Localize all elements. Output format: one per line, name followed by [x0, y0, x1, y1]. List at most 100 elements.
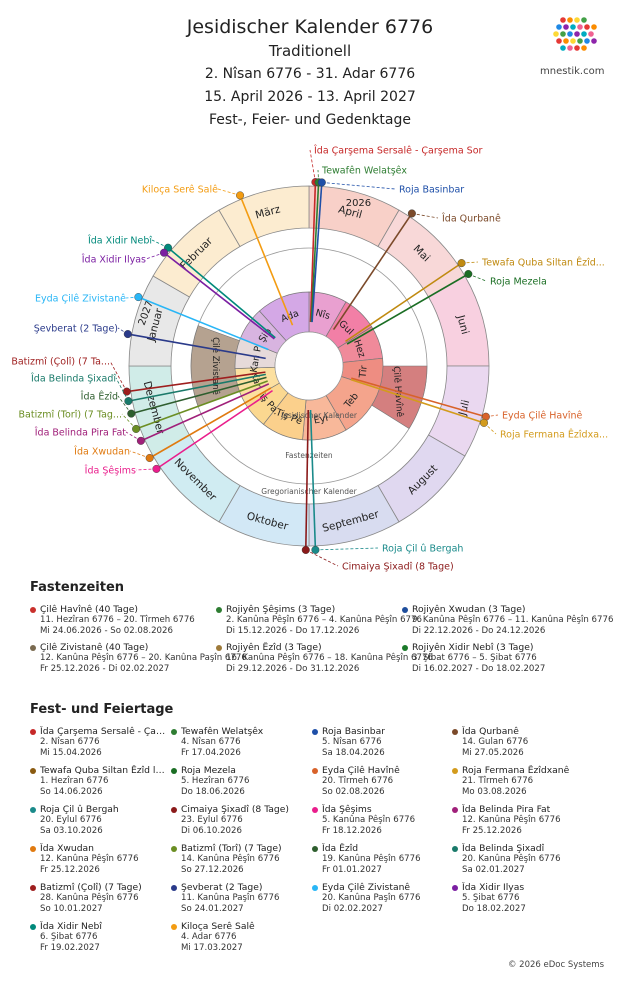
entry-gregorian-date: Sa 02.01.2027 [462, 865, 525, 875]
callout-label: Şevberat (2 Tage) [34, 324, 118, 335]
logo-dot [567, 31, 573, 37]
entry-yezidi-date: 28. Kanûna Pêşîn 6776 [40, 893, 139, 903]
color-dot-icon [312, 806, 318, 813]
copyright: © 2026 eDoc Systems [507, 960, 604, 970]
callout-line [345, 262, 462, 343]
brand-name[interactable]: mnestik.com [540, 66, 605, 77]
entry-gregorian-date: Do 18.02.2027 [462, 904, 526, 914]
entry-name: Roja Basinbar [312, 726, 448, 737]
entry-name: Îda Xidir Nebî [30, 921, 166, 932]
color-dot-icon [312, 728, 318, 735]
entry-name: Çilê Havînê (40 Tage) [30, 604, 212, 615]
entry-yezidi-date: 3. Şibat 6776 – 5. Şibat 6776 [412, 653, 537, 663]
calendar-entry: Rojiyên Xidir Nebî (3 Tage)3. Şibat 6776… [402, 642, 584, 675]
callout-leader [117, 395, 132, 414]
calendar-entry: Rojiyên Xwudan (3 Tage)9. Kanûna Pêşîn 6… [402, 604, 613, 637]
callout-leader [468, 273, 487, 282]
logo-dot [570, 38, 576, 44]
entry-name-text: Roja Fermana Êzîdxanê [462, 765, 570, 776]
ring-label: Gregorianischer Kalender [261, 487, 357, 496]
color-dot-icon [171, 884, 177, 891]
event-marker [127, 409, 136, 418]
entry-name-text: Îda Xidir Ilyas [462, 882, 525, 893]
color-dot-icon [171, 806, 177, 813]
entry-gregorian-date: So 14.06.2026 [40, 787, 103, 797]
callout-line [309, 182, 317, 323]
entry-name-text: Rojiyên Xwudan (3 Tage) [412, 604, 526, 615]
entry-yezidi-date: 20. Kanûna Paşîn 6776 [322, 893, 421, 903]
color-dot-icon [452, 767, 458, 774]
callout-line [149, 387, 272, 459]
logo-dot [581, 17, 587, 23]
logo-dot [577, 24, 583, 30]
callout-leader [217, 188, 241, 196]
callout-line [346, 273, 469, 345]
calendar-entry: Tewafa Quba Siltan Êzîd li Hewlêr1. Hezî… [30, 765, 166, 798]
entry-yezidi-date: 14. Kanûna Pêşîn 6776 [181, 854, 280, 864]
entry-name-text: Roja Basinbar [322, 726, 386, 737]
entry-name: Batizmî (Torî) (7 Tage) [171, 843, 307, 854]
entry-name-text: Îda Xwudan [40, 843, 95, 854]
callout-leader [485, 414, 499, 418]
logo-dot [591, 24, 597, 30]
callout-line [156, 389, 273, 470]
entry-name-text: Îda Xidir Nebî [40, 921, 102, 932]
entry-gregorian-date: So 24.01.2027 [181, 904, 244, 914]
callout-leader [411, 213, 439, 219]
callout-line [127, 333, 266, 360]
entry-gregorian-date: Sa 18.04.2026 [322, 748, 385, 758]
entry-gregorian-date: Di 29.12.2026 - Do 31.12.2026 [226, 664, 360, 674]
entry-name: Rojiyên Xidir Nebî (3 Tage) [402, 642, 584, 653]
entry-yezidi-date: 16. Kanûna Pêşîn 6776 – 18. Kanûna Pêşîn… [226, 653, 433, 663]
entry-name: Tewafa Quba Siltan Êzîd li Hewlêr [30, 765, 166, 776]
ring-label: Fastenzeiten [285, 451, 333, 460]
entry-name-text: Îda Belinda Pira Fat [462, 804, 551, 815]
entry-gregorian-date: Fr 17.04.2026 [181, 748, 241, 758]
calendar-entry: Îda Çarşema Sersalê - Çarşema Sor2. Nîsa… [30, 726, 166, 759]
callout-leader [315, 547, 379, 551]
entry-name-text: Eyda Çilê Havînê [322, 765, 400, 776]
gregorian-date-range: 15. April 2026 - 13. April 2027 [204, 89, 416, 105]
entry-name: Roja Fermana Êzîdxanê [452, 765, 588, 776]
callout-label: Eyda Çilê Zivistanê [35, 294, 126, 305]
entry-yezidi-date: 6. Şibat 6776 [40, 932, 98, 942]
callout-label: Îda Çarşema Sersalê - Çarşema Sor [313, 145, 483, 157]
callout-leader [321, 182, 396, 190]
color-dot-icon [30, 806, 36, 813]
callout-line [351, 377, 487, 418]
callout-label: Batizmî (Torî) (7 Tag... [19, 410, 123, 421]
calendar-entry: Çilê Havînê (40 Tage)11. Hezîran 6776 – … [30, 604, 212, 637]
logo-dot [581, 45, 587, 51]
entry-yezidi-date: 1. Hezîran 6776 [40, 776, 109, 786]
entry-name-text: Îda Qurbanê [462, 726, 519, 737]
callout-label: Îda Şêşims [84, 465, 136, 477]
callout-label: Roja Mezela [490, 277, 547, 288]
callout-label: Îda Qurbanê [441, 213, 501, 225]
callout-leader [461, 261, 479, 264]
entry-gregorian-date: Fr 25.12.2026 [40, 865, 100, 875]
gregorian-month-label: Juli [456, 399, 472, 418]
callout-label: Tewafa Quba Siltan Êzîd... [481, 257, 605, 269]
callout-leader [151, 239, 169, 249]
yezidi-month-label: Nîs [314, 308, 331, 322]
callout-line [128, 373, 266, 402]
entry-yezidi-date: 12. Kanûna Pêşîn 6776 [40, 854, 139, 864]
callout-label: Îda Xwudan [73, 446, 130, 458]
callout-label: Roja Çil û Bergah [382, 544, 463, 555]
color-dot-icon [171, 767, 177, 774]
entry-gregorian-date: Fr 18.12.2026 [322, 826, 382, 836]
logo-dot [581, 31, 587, 37]
callout-leader [121, 413, 137, 430]
calendar-entry: Rojiyên Êzîd (3 Tage)16. Kanûna Pêşîn 67… [216, 642, 433, 675]
callout-leader [125, 296, 139, 299]
callout-line [138, 296, 269, 351]
logo-dot [553, 31, 559, 37]
entry-name-text: Batizmî (Torî) (7 Tage) [181, 843, 282, 854]
entry-gregorian-date: Di 02.02.2027 [322, 904, 383, 914]
entry-gregorian-date: So 02.08.2026 [322, 787, 385, 797]
entry-name: Eyda Çilê Zivistanê [312, 882, 448, 893]
